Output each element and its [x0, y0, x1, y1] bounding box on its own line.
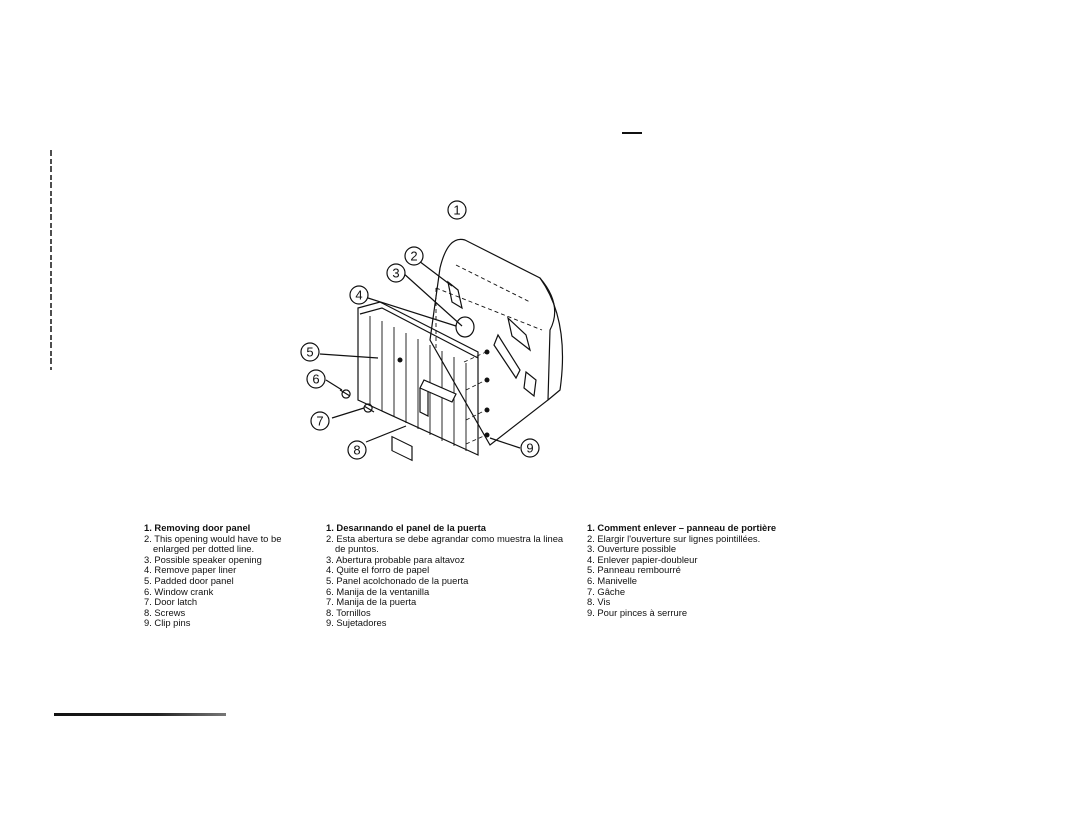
- slot-opening-3: [523, 370, 537, 398]
- legend-fr-item: 9. Pour pinces à serrure: [587, 606, 688, 618]
- callout-label-3: 3: [392, 266, 399, 281]
- leader-5: [319, 353, 379, 359]
- latch-handle: [391, 435, 413, 462]
- legend-fr-item: 2. Elargir l'ouverture sur lignes pointi…: [587, 532, 761, 544]
- screw-door-latch: [363, 403, 375, 413]
- leader-2: [414, 257, 453, 287]
- clip-pins: [397, 349, 490, 438]
- legend-en-item: 6. Window crank: [144, 585, 214, 597]
- legend-fr-item: 5. Panneau rembourré: [587, 564, 681, 576]
- padded-panel-top: [359, 307, 479, 359]
- leader-3: [401, 271, 463, 327]
- dotted-outline: [435, 264, 543, 348]
- legend-fr-item: 8. Vis: [587, 596, 611, 608]
- legend-spanish: 1. Desarınando el panel de la puerta 2. …: [326, 522, 576, 629]
- leader-8: [365, 425, 407, 443]
- legend-en-item: 9. Clip pins: [144, 617, 191, 629]
- callout-5: [300, 342, 320, 362]
- legend-es-item: 5. Panel acolchonado de la puerta: [326, 574, 469, 586]
- callout-6: [306, 369, 326, 389]
- callout-label-8: 8: [353, 443, 360, 458]
- legend-en-item: 7. Door latch: [144, 596, 198, 608]
- legend-es-item: 8. Tornillos: [326, 606, 371, 618]
- callout-label-5: 5: [306, 345, 313, 360]
- door-frame-edge: [539, 277, 564, 401]
- legend-en-item: 1. Removing door panel: [144, 522, 251, 533]
- screw-window-crank: [339, 389, 351, 399]
- scan-artifact-left: [50, 150, 52, 370]
- legend-es-item: 2. Esta abertura se debe agrandar como m…: [326, 532, 564, 555]
- legend-es-item: 3. Abertura probable para altavoz: [326, 553, 465, 565]
- callout-1: [447, 200, 467, 220]
- slot-opening-1: [506, 316, 532, 352]
- round-opening: [455, 316, 475, 338]
- legend-fr-item: 7. Gâche: [587, 585, 626, 597]
- callout-7: [310, 411, 330, 431]
- callout-2: [404, 246, 424, 266]
- callout-label-7: 7: [316, 414, 323, 429]
- legend-en-item: 5. Padded door panel: [144, 574, 234, 586]
- legend-fr-item: 6. Manivelle: [587, 574, 638, 586]
- padded-panel-outline: [357, 301, 479, 456]
- callout-label-2: 2: [410, 249, 417, 264]
- legend-fr-item: 4. Enlever papier-doubleur: [587, 553, 698, 565]
- leader-4: [367, 297, 457, 327]
- leader-7: [331, 407, 365, 419]
- window-crank-shape: [419, 379, 457, 403]
- leader-9: [489, 437, 521, 449]
- legend-en-item: 8. Screws: [144, 606, 186, 618]
- panel-pleats: [369, 316, 467, 451]
- legend-es-item: 6. Manija de la ventanilla: [326, 585, 430, 597]
- legend-es-item: 9. Sujetadores: [326, 617, 387, 629]
- callout-8: [347, 440, 367, 460]
- door-panel-diagram: 1 2 3 4 5 6 7 8 9: [300, 200, 564, 462]
- legend-english: 1. Removing door panel 2. This opening w…: [144, 522, 319, 629]
- legend-es-item: 7. Manija de la puerta: [326, 596, 417, 608]
- legend-es-item: 1. Desarınando el panel de la puerta: [326, 522, 486, 533]
- legend-en-item: 4. Remove paper liner: [144, 564, 237, 576]
- callout-circles: [300, 200, 540, 460]
- callout-3: [386, 263, 406, 283]
- legend-fr-item: 1. Comment enlever – panneau de portière: [587, 522, 777, 533]
- callout-label-6: 6: [312, 372, 319, 387]
- legend-en-item: 2. This opening would have to be enlarge…: [144, 532, 282, 555]
- legend-en-item: 3. Possible speaker opening: [144, 553, 262, 565]
- dash-mark: [622, 132, 642, 134]
- legend-fr-item: 3. Ouverture possible: [587, 543, 677, 555]
- slot-opening-2: [493, 333, 521, 380]
- callout-4: [349, 285, 369, 305]
- legend-french: 1. Comment enlever – panneau de portière…: [587, 522, 837, 618]
- callout-label-1: 1: [453, 203, 460, 218]
- callout-9: [520, 438, 540, 458]
- scan-artifact-bottom: [54, 713, 226, 716]
- leader-6: [325, 379, 343, 391]
- legend-es-item: 4. Quite el forro de papel: [326, 564, 430, 576]
- speaker-opening-shape: [447, 280, 463, 310]
- callout-label-9: 9: [526, 441, 533, 456]
- callout-label-4: 4: [355, 288, 362, 303]
